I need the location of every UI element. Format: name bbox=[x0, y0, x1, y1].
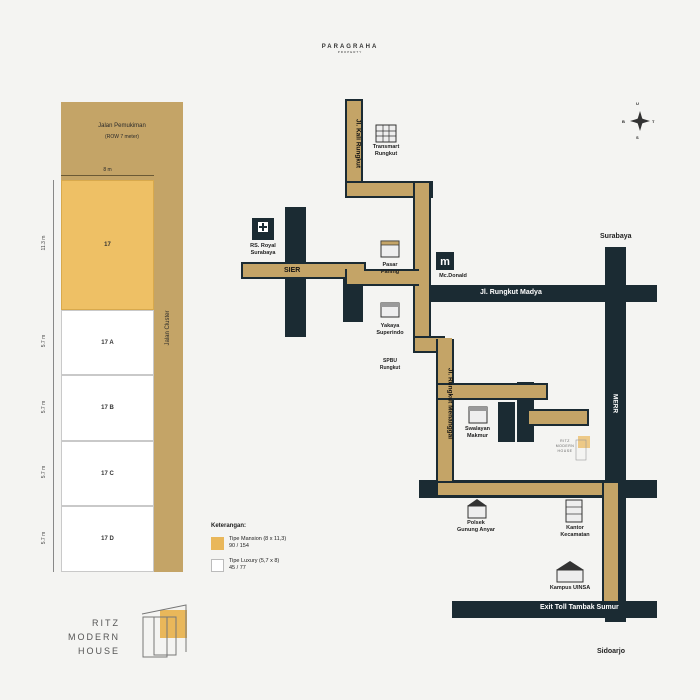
police-icon bbox=[467, 499, 487, 519]
road-jalan-cluster bbox=[154, 180, 183, 572]
label-jl-kali-rungkut: Jl. Kali Rungkut bbox=[354, 118, 362, 169]
road-rungkut-madya bbox=[413, 285, 657, 302]
building-icon bbox=[375, 124, 397, 143]
compass-w: B bbox=[622, 119, 625, 124]
road-gold-top-link bbox=[345, 181, 433, 198]
road-top-note: (ROW 7 meter) bbox=[105, 134, 139, 140]
road-joint bbox=[347, 264, 364, 277]
legend-item-mansion: Tipe Mansion (8 x 11,3) 90 / 154 bbox=[211, 536, 331, 550]
road-gold-east bbox=[436, 383, 548, 400]
poi-mcdonald[interactable]: Mc.Donald bbox=[439, 273, 467, 279]
legend-swatch-luxury bbox=[211, 559, 224, 572]
lot-17c[interactable]: 17 C bbox=[61, 441, 154, 506]
road-joint bbox=[604, 483, 618, 495]
brand-logo: PARAGRAHA PROPERTY bbox=[321, 44, 379, 54]
road-dark-stub-2 bbox=[498, 402, 515, 442]
poi-kampus[interactable]: Kampus UINSA bbox=[549, 585, 591, 591]
road-gold-lower bbox=[436, 481, 618, 497]
road-exit-toll bbox=[452, 601, 657, 618]
office-icon bbox=[565, 499, 583, 523]
compass-e: T bbox=[652, 119, 655, 124]
logo-frame-b bbox=[153, 616, 177, 656]
road-top-label: Jalan Pemukiman bbox=[98, 123, 146, 129]
height-dimension-line bbox=[53, 180, 54, 572]
label-sier: SIER bbox=[284, 267, 301, 274]
road-joint bbox=[438, 385, 452, 398]
store-icon bbox=[380, 302, 400, 318]
logo-gold-square bbox=[160, 610, 187, 638]
road-joint bbox=[415, 271, 429, 284]
road-joint bbox=[347, 184, 361, 195]
road-jalan-pemukiman bbox=[61, 102, 183, 180]
lot-17[interactable]: 17 bbox=[61, 180, 154, 310]
ritz-logo-mark bbox=[141, 604, 187, 658]
ritz-logo-text: RITZ MODERN HOUSE bbox=[68, 618, 120, 656]
road-gold-center bbox=[413, 181, 431, 353]
mcdonalds-icon: m bbox=[436, 252, 454, 270]
hospital-icon bbox=[252, 218, 274, 240]
city-surabaya: Surabaya bbox=[600, 233, 632, 240]
road-joint bbox=[438, 338, 452, 351]
ritz-location-icon bbox=[575, 436, 590, 461]
lot-17d[interactable]: 17 D bbox=[61, 506, 154, 572]
road-joint bbox=[415, 184, 429, 195]
road-joint bbox=[438, 483, 452, 495]
road-gold-merr-south bbox=[602, 481, 620, 603]
legend-item-luxury: Tipe Luxury (5,7 x 8) 45 / 77 bbox=[211, 558, 331, 572]
road-gold-ritz-link bbox=[527, 409, 589, 426]
width-dimension-line bbox=[61, 175, 154, 176]
compass-icon bbox=[630, 111, 650, 131]
supermarket-icon bbox=[468, 406, 488, 424]
legend-swatch-mansion bbox=[211, 537, 224, 550]
city-sidoarjo: Sidoarjo bbox=[597, 648, 626, 655]
lot-17a[interactable]: 17 A bbox=[61, 310, 154, 375]
label-exit-toll: Exit Toll Tambak Sumur bbox=[540, 604, 619, 611]
label-jl-rungkut-menanggal: Jl. Rungkut Menanggal bbox=[446, 367, 454, 440]
logo-line-a bbox=[141, 604, 187, 652]
legend-title: Keterangan: bbox=[211, 523, 247, 529]
lot-17b[interactable]: 17 B bbox=[61, 375, 154, 441]
label-jl-rungkut-madya: Jl. Rungkut Madya bbox=[480, 289, 542, 296]
compass-s: S bbox=[636, 135, 639, 140]
market-icon bbox=[380, 240, 400, 258]
svg-text:m: m bbox=[440, 256, 450, 268]
label-merr: MERR bbox=[611, 393, 619, 414]
compass-n: U bbox=[636, 101, 639, 106]
campus-icon bbox=[556, 561, 584, 583]
width-dimension: 8 m bbox=[103, 167, 112, 173]
